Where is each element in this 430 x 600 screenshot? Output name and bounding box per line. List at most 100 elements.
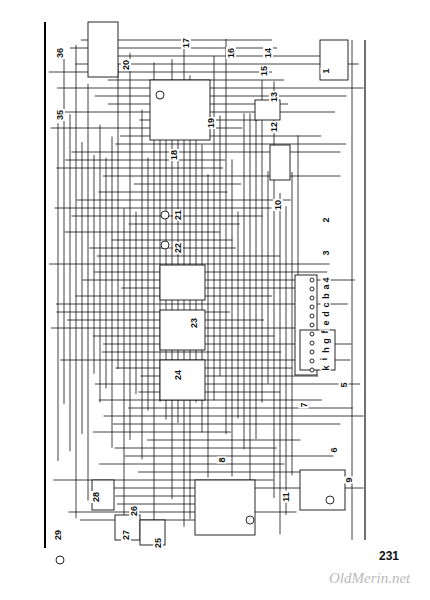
component-box [92, 480, 114, 510]
terminal-pin [310, 278, 314, 282]
callout-number: 12 [269, 121, 279, 133]
callout-number: c [321, 301, 331, 308]
callout-number: 10 [273, 199, 283, 211]
wire [100, 125, 101, 403]
callout-number: 8 [217, 456, 227, 463]
callout-number: e [321, 319, 331, 326]
wire [97, 256, 280, 257]
wire [147, 440, 300, 441]
callout-number: a [321, 283, 331, 290]
wire [124, 208, 125, 534]
component-box [150, 80, 210, 140]
terminal-pin [310, 305, 314, 309]
wire [280, 193, 281, 534]
terminal-pin [310, 368, 314, 372]
wire [65, 232, 220, 233]
callout-number: 13 [269, 91, 279, 103]
wire [121, 288, 313, 289]
callout-number: 18 [169, 149, 179, 161]
wire [286, 206, 287, 515]
wire [82, 142, 83, 434]
callout-number: i [319, 357, 329, 362]
callout-number: h [321, 346, 331, 354]
wire [134, 184, 241, 185]
callout-number: k [321, 364, 331, 371]
callout-number: 1 [321, 67, 331, 74]
callout-number: 14 [263, 47, 273, 59]
component-box [88, 22, 118, 77]
wire [115, 144, 346, 145]
component-box [195, 480, 255, 535]
wires [49, 39, 365, 540]
callout-number: 6 [329, 446, 339, 453]
callout-number: 22 [173, 242, 183, 254]
callout-number: 4 [321, 276, 331, 283]
callout-number: 17 [181, 37, 191, 49]
wire [88, 84, 89, 501]
wire [352, 40, 353, 540]
wire [104, 416, 364, 417]
callout-number: 5 [339, 381, 349, 388]
terminal-pin [310, 350, 314, 354]
frame-line [44, 22, 46, 548]
callout-number: 9 [344, 476, 354, 483]
wire [160, 115, 161, 402]
callout-number: 27 [121, 529, 131, 541]
wire [70, 114, 71, 451]
component-box [160, 360, 205, 400]
wire [238, 211, 239, 418]
wire [112, 240, 233, 241]
wire [49, 264, 330, 265]
wire [98, 192, 227, 193]
wire [65, 160, 225, 161]
wire [226, 39, 227, 434]
component-box [300, 470, 345, 510]
callout-number: 19 [206, 117, 216, 129]
wire [136, 212, 137, 394]
wire [76, 45, 77, 518]
wire [95, 384, 360, 385]
wire [244, 113, 245, 449]
lamp-symbol [161, 241, 169, 249]
lamp-symbol [246, 516, 254, 524]
callout-number: 15 [259, 65, 269, 77]
wire [256, 116, 257, 439]
callout-number: d [321, 310, 331, 318]
terminal-pin [310, 323, 314, 327]
wire [292, 172, 293, 475]
callout-number: 23 [189, 317, 199, 329]
wire [148, 158, 149, 411]
wire [125, 456, 334, 457]
component-box [160, 310, 205, 350]
callout-number: 11 [281, 491, 291, 503]
wire [56, 168, 223, 169]
component-box [270, 145, 290, 180]
lamp-symbol [156, 91, 164, 99]
callout-number: b [321, 292, 331, 300]
callout-number: 2 [321, 216, 331, 223]
page-number: 231 [378, 550, 400, 563]
callout-number: 16 [226, 47, 236, 59]
lamp-symbol [161, 211, 169, 219]
wire [250, 113, 251, 511]
callout-number: 26 [129, 505, 139, 517]
callout-number: 3 [321, 249, 331, 256]
component-box [320, 40, 348, 80]
wire [64, 52, 65, 404]
terminal-pin [310, 287, 314, 291]
lamp-symbol [56, 556, 64, 564]
terminal-pin [310, 296, 314, 300]
wire [142, 110, 143, 459]
wire [129, 224, 240, 225]
wire [364, 40, 365, 540]
wire [118, 56, 327, 57]
wire [94, 272, 327, 273]
callout-number: 36 [55, 47, 65, 59]
wire [77, 200, 291, 201]
wire [93, 432, 231, 433]
wire [220, 116, 221, 377]
callout-number: 28 [91, 491, 101, 503]
callout-number: 35 [55, 109, 65, 121]
